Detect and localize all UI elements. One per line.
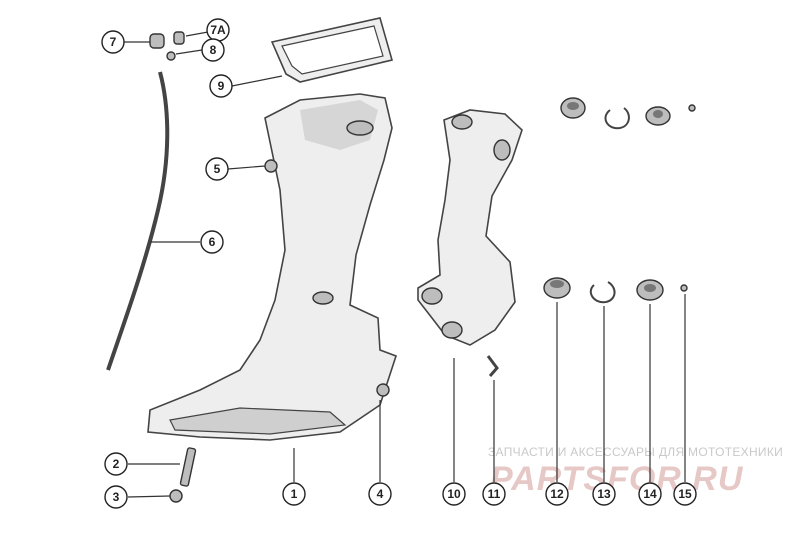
part-11-clip	[486, 355, 499, 377]
svg-text:10: 10	[447, 487, 461, 501]
callout-11: 11	[482, 482, 506, 506]
svg-text:12: 12	[550, 487, 564, 501]
svg-text:8: 8	[210, 43, 217, 57]
part-top-bearing	[645, 106, 671, 126]
part-7a-bushing	[173, 31, 185, 45]
callout-3: 3	[104, 485, 128, 509]
svg-text:9: 9	[218, 79, 225, 93]
part-2-stud	[179, 447, 197, 487]
part-5-plug	[264, 159, 278, 173]
part-top-seal	[560, 97, 586, 119]
leader-lines	[124, 31, 686, 498]
callout-15: 15	[673, 482, 697, 506]
svg-text:1: 1	[291, 487, 298, 501]
part-7-bushing	[149, 33, 165, 49]
callout-10: 10	[442, 482, 466, 506]
callout-9: 9	[209, 74, 233, 98]
part-15-screw	[680, 284, 688, 292]
svg-text:4: 4	[377, 487, 384, 501]
part-3-nut	[169, 489, 183, 503]
svg-text:6: 6	[209, 235, 216, 249]
callout-12: 12	[545, 482, 569, 506]
part-12-seal	[543, 277, 571, 299]
part-4-plug	[376, 383, 390, 397]
svg-text:11: 11	[488, 487, 501, 501]
svg-text:5: 5	[214, 162, 221, 176]
svg-text:7A: 7A	[210, 23, 226, 37]
svg-text:3: 3	[113, 490, 120, 504]
watermark-tagline: ЗАПЧАСТИ И АКСЕССУАРЫ ДЛЯ МОТОТЕХНИКИ	[488, 445, 783, 459]
callout-14: 14	[638, 482, 662, 506]
svg-text:13: 13	[597, 487, 611, 501]
callout-1: 1	[282, 482, 306, 506]
callout-8: 8	[201, 38, 225, 62]
svg-text:15: 15	[678, 487, 692, 501]
svg-text:7: 7	[110, 35, 117, 49]
callout-4: 4	[368, 482, 392, 506]
part-1-driveshaft-housing	[147, 93, 397, 441]
part-top-screw	[688, 104, 696, 112]
callout-7a: 7A	[206, 18, 230, 42]
callout-13: 13	[592, 482, 616, 506]
part-10-exhaust-tube	[417, 109, 523, 346]
part-13-snap-ring	[589, 281, 616, 304]
callout-6: 6	[200, 230, 224, 254]
part-14-bearing	[636, 279, 664, 301]
callout-2: 2	[104, 452, 128, 476]
callout-7: 7	[101, 30, 125, 54]
part-9-gasket	[270, 17, 393, 83]
svg-text:14: 14	[643, 487, 657, 501]
part-8-washer	[166, 51, 176, 61]
callout-5: 5	[205, 157, 229, 181]
svg-text:2: 2	[113, 457, 120, 471]
watermark-brand: PARTSFOR.RU	[490, 460, 744, 498]
part-6-rod	[106, 71, 170, 371]
part-top-snap-ring	[604, 107, 630, 130]
